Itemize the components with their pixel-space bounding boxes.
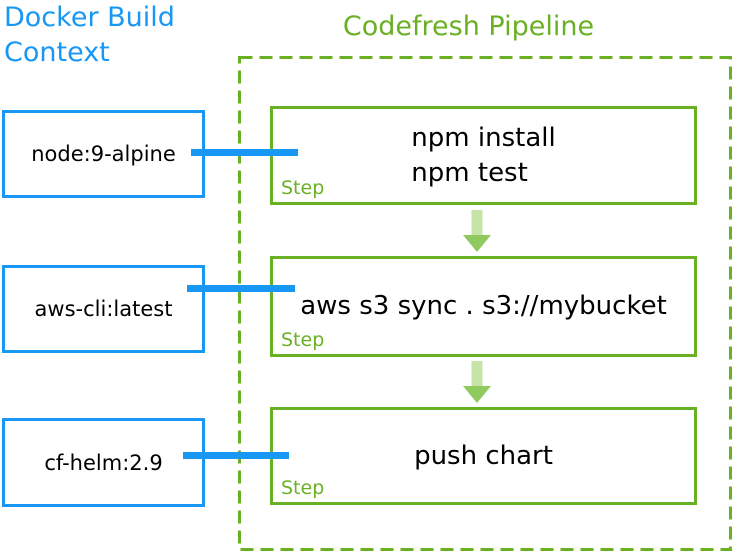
step-badge: Step	[281, 177, 325, 199]
docker-image-label: aws-cli:latest	[34, 297, 173, 321]
arrow-down-icon	[463, 361, 491, 403]
step-command: npm install npm test	[273, 109, 694, 202]
connector-line-1	[191, 149, 298, 156]
docker-image-label: node:9-alpine	[31, 142, 176, 166]
step-badge: Step	[281, 477, 325, 499]
docker-image-box-cf-helm-2-9: cf-helm:2.9	[2, 418, 205, 507]
step-command-line: npm install	[411, 122, 556, 153]
docker-build-context-title: Docker Build Context	[4, 2, 175, 68]
step-command-line: aws s3 sync . s3://mybucket	[300, 291, 667, 321]
step-command: aws s3 sync . s3://mybucket	[273, 259, 694, 354]
connector-line-2	[187, 285, 295, 292]
codefresh-pipeline-title: Codefresh Pipeline	[342, 11, 595, 42]
step-command-line: push chart	[414, 440, 553, 471]
docker-image-box-aws-cli-latest: aws-cli:latest	[2, 265, 205, 353]
step-command-line: npm test	[411, 157, 528, 188]
pipeline-step-box-3: push chart Step	[270, 407, 697, 505]
arrow-down-icon	[463, 210, 491, 252]
pipeline-dashed-border	[238, 56, 732, 551]
connector-line-3	[183, 452, 289, 459]
step-badge: Step	[281, 329, 325, 351]
docker-image-box-node-9-alpine: node:9-alpine	[2, 110, 205, 198]
docker-image-label: cf-helm:2.9	[44, 450, 163, 475]
pipeline-step-box-1: npm install npm test Step	[270, 106, 697, 205]
pipeline-step-box-2: aws s3 sync . s3://mybucket Step	[270, 256, 697, 357]
step-command: push chart	[273, 410, 694, 502]
